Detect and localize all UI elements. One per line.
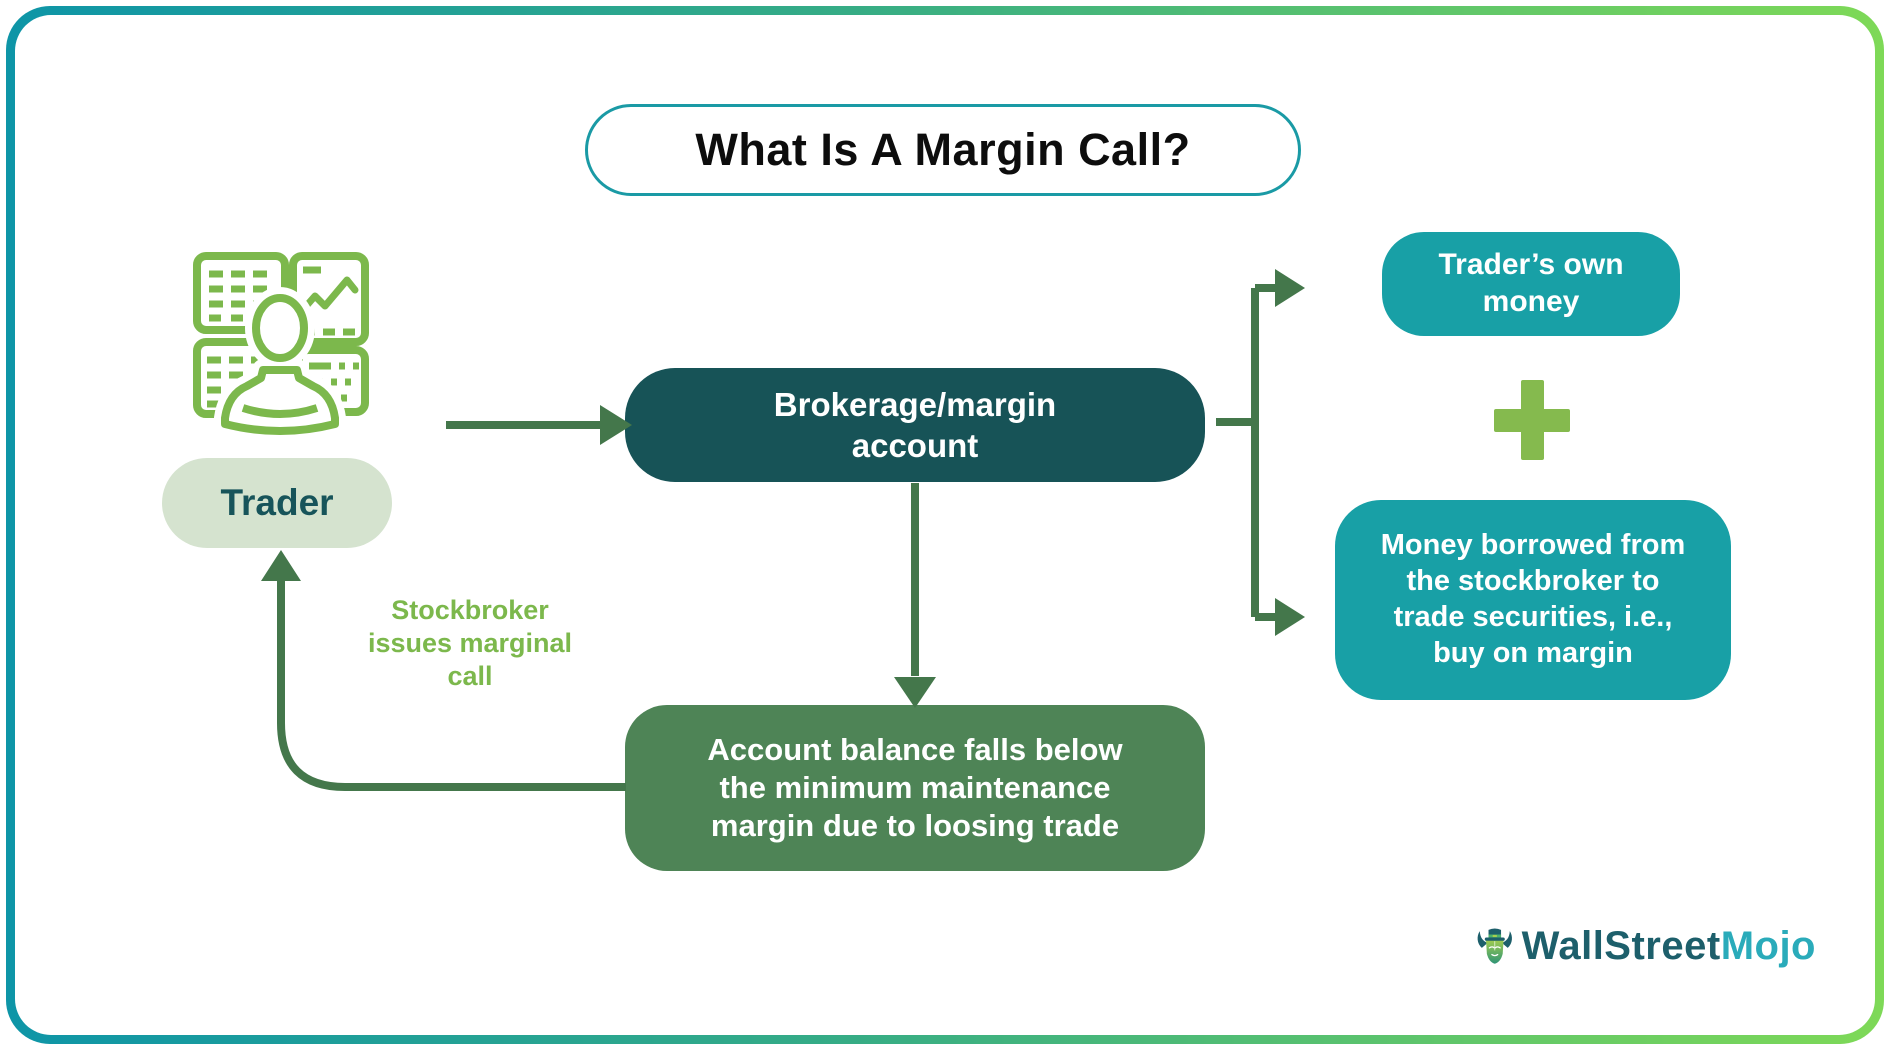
brokerage-label: Brokerage/margin account [773, 385, 1057, 464]
account-balance-node: Account balance falls below the minimum … [625, 705, 1205, 871]
bull-mascot-icon [1477, 928, 1512, 964]
title-pill: What Is A Margin Call? [585, 104, 1301, 196]
logo-wordmark: WallStreetMojo [1522, 924, 1816, 969]
logo-text-mojo: Mojo [1720, 923, 1816, 968]
borrowed-money-label: Money borrowed from the stockbroker to t… [1380, 529, 1686, 669]
account-balance-label: Account balance falls below the minimum … [707, 732, 1123, 843]
stockbroker-issues-call-label: Stockbroker issues marginal call [367, 595, 573, 691]
trader-node: Trader [162, 458, 392, 548]
brokerage-margin-account-node: Brokerage/margin account [625, 368, 1205, 482]
trader-label: Trader [220, 482, 334, 523]
trader-at-monitors-icon [193, 252, 369, 442]
borrowed-money-node: Money borrowed from the stockbroker to t… [1335, 500, 1731, 700]
plus-icon [1494, 380, 1570, 460]
wallstreetmojo-logo: WallStreetMojo [1476, 898, 1816, 994]
logo-text-wallstreet: WallStreet [1521, 923, 1721, 968]
traders-own-money-node: Trader’s own money [1382, 232, 1680, 336]
traders-own-money-label: Trader’s own money [1438, 248, 1624, 318]
page-title: What Is A Margin Call? [695, 124, 1191, 175]
